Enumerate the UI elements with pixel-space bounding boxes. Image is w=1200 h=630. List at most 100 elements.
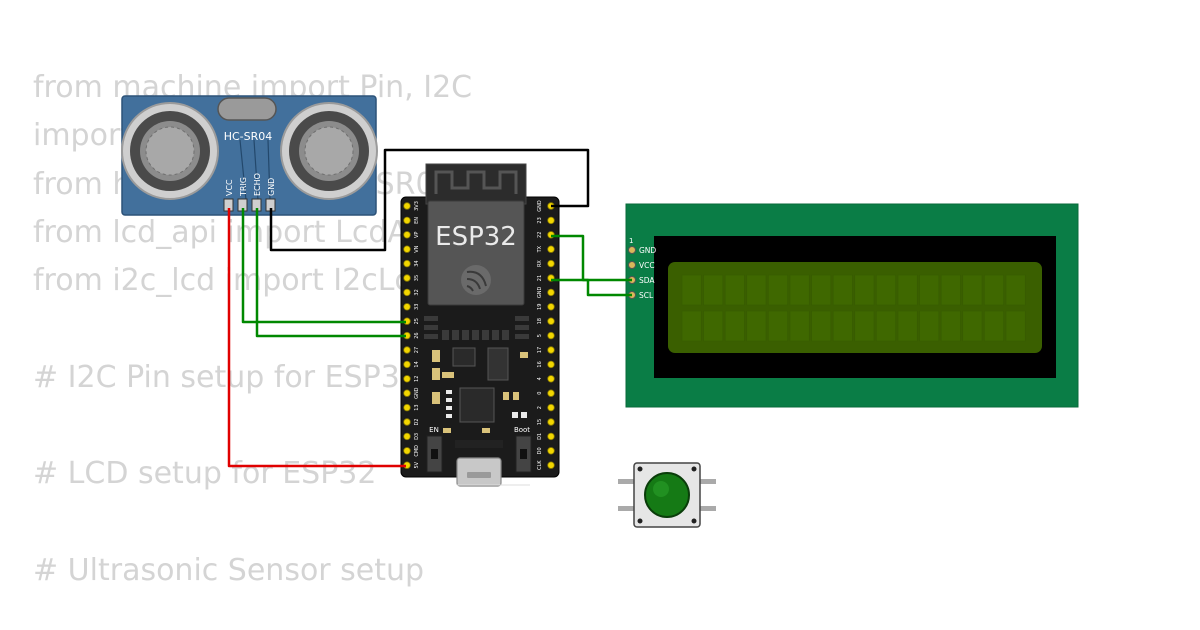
esp32-pin-right[interactable] (547, 303, 555, 311)
lcd-cell (811, 310, 832, 342)
esp32-pin-left[interactable] (403, 447, 411, 455)
esp32-pin-left[interactable] (403, 418, 411, 426)
esp32-pin-left[interactable] (403, 231, 411, 239)
boot-button-label: Boot (514, 426, 530, 434)
lcd-pin-sda-label: SDA (639, 276, 655, 285)
esp32-pin-label-left: 34 (414, 260, 420, 266)
wire-echo[interactable] (255, 208, 406, 338)
lcd-cell (897, 274, 918, 306)
lcd-cell (962, 274, 983, 306)
esp32-pin-label-right: 17 (537, 347, 543, 353)
esp32-pin-right[interactable] (547, 418, 555, 426)
esp32-pin-label-left: 32 (414, 289, 420, 295)
lcd-1602[interactable]: 1 GND VCC SDA SCL (625, 203, 1079, 408)
esp32-pin-label-left: VN (414, 245, 420, 252)
push-button[interactable] (618, 462, 716, 528)
wire-scl[interactable] (551, 278, 632, 297)
lcd-cell (940, 274, 961, 306)
esp32-pin-left[interactable] (403, 245, 411, 253)
sensor-pin-echo-label: ECHO (253, 173, 262, 196)
esp32-pin-label-left: 27 (414, 347, 420, 353)
esp32-pin-right[interactable] (547, 447, 555, 455)
wire-sda[interactable] (551, 234, 632, 282)
esp32-pin-label-right: 18 (537, 318, 543, 324)
esp32-pin-label-left: 35 (414, 275, 420, 281)
esp32-pin-right[interactable] (547, 245, 555, 253)
esp32-pin-label-right: TX (537, 245, 543, 253)
esp32-pin-right[interactable] (547, 461, 555, 469)
wire-gnd-sensor[interactable] (269, 148, 590, 252)
esp32-pin-label-right: 0 (537, 392, 543, 395)
esp32-pin-left[interactable] (403, 375, 411, 383)
lcd-cell (832, 274, 853, 306)
esp32-label: ESP32 (435, 222, 517, 252)
esp32-pin-right[interactable] (547, 346, 555, 354)
esp32-pin-left[interactable] (403, 403, 411, 412)
esp32-pin-label-left: 13 (414, 404, 420, 410)
esp32-pin-right[interactable] (547, 317, 555, 325)
sensor-model-label: HC-SR04 (224, 130, 273, 143)
esp32-pin-left[interactable] (403, 389, 411, 397)
espressif-logo (461, 265, 491, 295)
lcd-pin-gnd-label: GND (639, 246, 656, 255)
esp32-pin-label-left: 26 (414, 332, 420, 338)
esp32-pin-label-left: CMD (414, 445, 420, 457)
esp32-pin-left[interactable] (403, 202, 411, 210)
lcd-cell (876, 274, 896, 306)
button-cap[interactable] (644, 472, 690, 518)
lcd-pin-vcc-label: VCC (639, 261, 655, 270)
esp32-pin-right[interactable] (547, 216, 555, 225)
esp32-pin-left[interactable] (403, 346, 411, 354)
sensor-crystal (217, 97, 277, 121)
lcd-cell (681, 274, 702, 306)
code-line: from machine import Pin, I2C (33, 70, 473, 105)
lcd-cell (919, 274, 940, 306)
wire-vcc[interactable] (227, 208, 406, 468)
esp32-pin-left[interactable] (403, 274, 411, 282)
esp32-module-shield (427, 200, 525, 306)
esp32-pin-right[interactable] (547, 432, 555, 441)
esp32-pin-left[interactable] (403, 360, 411, 369)
esp32-pin-right[interactable] (547, 375, 555, 383)
esp32-pin-left[interactable] (403, 288, 411, 297)
esp32-pin-label-left: D2 (414, 418, 420, 425)
esp32-pin-label-left: 12 (414, 376, 420, 382)
esp32-pin-right[interactable] (547, 360, 555, 369)
lcd-cell (789, 310, 810, 342)
right-pin-header (547, 202, 555, 469)
esp32-board[interactable]: ESP32 EN Boot (400, 163, 560, 487)
ultrasonic-sensor[interactable]: HC-SR04 VCC TRIG ECHO GND (121, 95, 378, 216)
lcd-cell (746, 274, 767, 306)
lcd-cell (854, 274, 875, 306)
lcd-pin-vcc[interactable] (628, 261, 636, 269)
lcd-cell (876, 310, 896, 342)
esp32-pin-label-left: GND (414, 387, 420, 399)
esp32-pin-label-right: 19 (537, 304, 543, 310)
esp32-pin-right[interactable] (547, 389, 555, 397)
esp32-pin-left[interactable] (403, 303, 411, 311)
voltage-regulator (487, 347, 509, 381)
esp32-pin-label-right: GND (537, 200, 543, 212)
esp32-pin-label-left: 14 (414, 361, 420, 367)
transducer-right (280, 102, 378, 200)
lcd-pin-gnd[interactable] (628, 246, 636, 254)
esp32-pin-label-right: D0 (537, 447, 543, 454)
wire-trig[interactable] (241, 208, 406, 324)
esp32-pin-right[interactable] (547, 288, 555, 297)
lcd-cell (789, 274, 810, 306)
esp32-pin-label-right: 5 (537, 334, 543, 337)
lcd-cell (832, 310, 853, 342)
esp32-pin-right[interactable] (547, 331, 555, 340)
lcd-cell (768, 274, 788, 306)
esp32-pin-label-right: D1 (537, 433, 543, 440)
lcd-cell (984, 310, 1004, 342)
antenna-trace (434, 170, 518, 194)
esp32-pin-left[interactable] (403, 216, 411, 225)
lcd-cell (811, 274, 832, 306)
esp32-pin-right[interactable] (547, 403, 555, 412)
esp32-pin-left[interactable] (403, 432, 411, 441)
sensor-pin-trig-label: TRIG (239, 177, 248, 197)
esp32-pin-right[interactable] (547, 259, 555, 268)
esp32-pin-left[interactable] (403, 259, 411, 268)
